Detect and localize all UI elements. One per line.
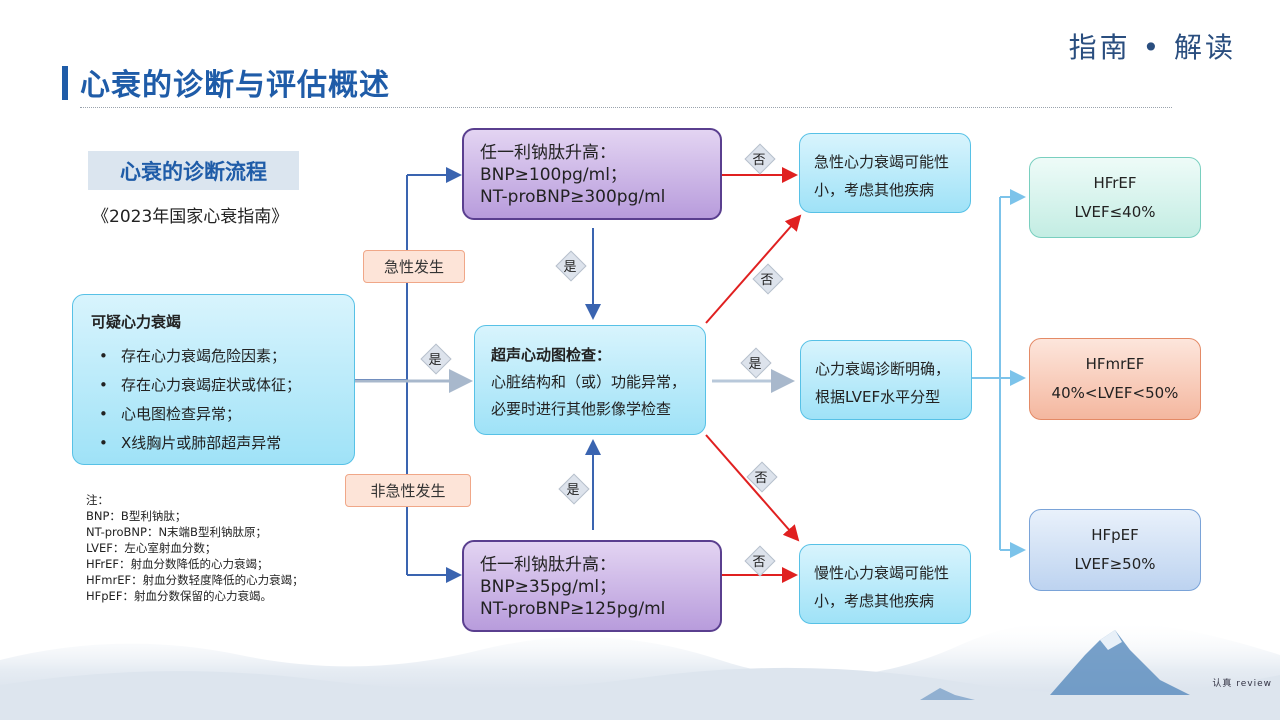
type-criterion: LVEF≥50% bbox=[1074, 555, 1156, 573]
suspect-heart-failure-box: 可疑心力衰竭 存在心力衰竭危险因素； 存在心力衰竭症状或体征； 心电图检查异常；… bbox=[72, 294, 355, 465]
chronic-bnp-line: BNP≥35pg/ml； bbox=[480, 577, 617, 597]
no-decision-marker: 否 bbox=[752, 263, 782, 293]
title-accent-bar bbox=[62, 66, 68, 100]
note-line: NT-proBNP：N末端B型利钠肽原； bbox=[86, 525, 267, 539]
suspect-heading: 可疑心力衰竭 bbox=[91, 313, 182, 331]
acute-bnp-line: 任一利钠肽升高： bbox=[480, 143, 616, 163]
suspect-item: 存在心力衰竭危险因素； bbox=[91, 342, 336, 371]
type-criterion: LVEF≤40% bbox=[1074, 202, 1156, 221]
hfmref-box: HFmrEF 40%<LVEF<50% bbox=[1029, 338, 1201, 420]
cloud-background bbox=[0, 619, 1280, 720]
yes-decision-marker: 是 bbox=[740, 347, 770, 377]
echo-heading: 超声心动图检查： bbox=[491, 346, 612, 364]
type-name: HFrEF bbox=[1093, 173, 1137, 192]
title-divider bbox=[80, 107, 1172, 108]
note-line: LVEF：左心室射血分数； bbox=[86, 541, 217, 555]
echo-line: 心脏结构和（或）功能异常， bbox=[491, 373, 687, 391]
brand-logo: 指南 • 解读 bbox=[1068, 31, 1236, 64]
page-title: 心衰的诊断与评估概述 bbox=[80, 68, 390, 103]
chronic-bnp-box: 任一利钠肽升高： BNP≥35pg/ml； NT-proBNP≥125pg/ml bbox=[462, 540, 722, 632]
section-subtitle: 心衰的诊断流程 bbox=[88, 151, 299, 190]
chronic-unlikely-line: 小，考虑其他疾病 bbox=[814, 592, 935, 610]
yes-decision-marker: 是 bbox=[420, 343, 450, 373]
acute-bnp-box: 任一利钠肽升高： BNP≥100pg/ml； NT-proBNP≥300pg/m… bbox=[462, 128, 722, 220]
note-line: HFpEF：射血分数保留的心力衰竭。 bbox=[86, 589, 272, 603]
guideline-source: 《2023年国家心衰指南》 bbox=[92, 207, 289, 227]
acute-onset-label: 急性发生 bbox=[363, 250, 465, 283]
type-criterion: 40%<LVEF<50% bbox=[1051, 384, 1179, 402]
abbreviation-notes: 注： BNP：B型利钠肽； NT-proBNP：N末端B型利钠肽原； LVEF：… bbox=[86, 492, 304, 604]
note-line: HFrEF：射血分数降低的心力衰竭； bbox=[86, 557, 269, 571]
echocardiography-box: 超声心动图检查： 心脏结构和（或）功能异常， 必要时进行其他影像学检查 bbox=[474, 325, 706, 435]
acute-unlikely-line: 小，考虑其他疾病 bbox=[814, 181, 935, 199]
echo-line: 必要时进行其他影像学检查 bbox=[491, 400, 672, 418]
footer-watermark: 认真 review bbox=[1212, 679, 1272, 689]
note-line: HFmrEF：射血分数轻度降低的心力衰竭； bbox=[86, 573, 304, 587]
chronic-bnp-line: 任一利钠肽升高： bbox=[480, 555, 616, 575]
acute-unlikely-line: 急性心力衰竭可能性 bbox=[814, 153, 950, 171]
type-name: HFmrEF bbox=[1085, 355, 1145, 373]
no-decision-marker: 否 bbox=[744, 545, 774, 575]
chronic-unlikely-box: 慢性心力衰竭可能性 小，考虑其他疾病 bbox=[799, 544, 971, 624]
suspect-list: 存在心力衰竭危险因素； 存在心力衰竭症状或体征； 心电图检查异常； X线胸片或肺… bbox=[91, 342, 336, 458]
yes-decision-marker: 是 bbox=[555, 250, 585, 280]
nonacute-onset-label: 非急性发生 bbox=[345, 474, 471, 507]
chronic-unlikely-line: 慢性心力衰竭可能性 bbox=[814, 564, 950, 582]
suspect-item: 心电图检查异常； bbox=[91, 400, 336, 429]
note-line: BNP：B型利钠肽； bbox=[86, 509, 187, 523]
acute-unlikely-box: 急性心力衰竭可能性 小，考虑其他疾病 bbox=[799, 133, 971, 213]
no-decision-marker: 否 bbox=[746, 461, 776, 491]
acute-bnp-line: BNP≥100pg/ml； bbox=[480, 165, 627, 185]
suspect-item: X线胸片或肺部超声异常 bbox=[91, 429, 336, 458]
suspect-item: 存在心力衰竭症状或体征； bbox=[91, 371, 336, 400]
acute-bnp-line: NT-proBNP≥300pg/ml bbox=[480, 187, 666, 207]
hfref-box: HFrEF LVEF≤40% bbox=[1029, 157, 1201, 238]
hfpef-box: HFpEF LVEF≥50% bbox=[1029, 509, 1201, 591]
confirmed-line: 心力衰竭诊断明确， bbox=[815, 360, 951, 378]
note-line: 注： bbox=[86, 493, 109, 507]
yes-decision-marker: 是 bbox=[558, 473, 588, 503]
type-name: HFpEF bbox=[1091, 526, 1139, 544]
confirmed-line: 根据LVEF水平分型 bbox=[815, 388, 941, 406]
diagnosis-confirmed-box: 心力衰竭诊断明确， 根据LVEF水平分型 bbox=[800, 340, 972, 420]
mountain-icon bbox=[1050, 630, 1190, 695]
chronic-bnp-line: NT-proBNP≥125pg/ml bbox=[480, 599, 666, 619]
no-decision-marker: 否 bbox=[744, 143, 774, 173]
